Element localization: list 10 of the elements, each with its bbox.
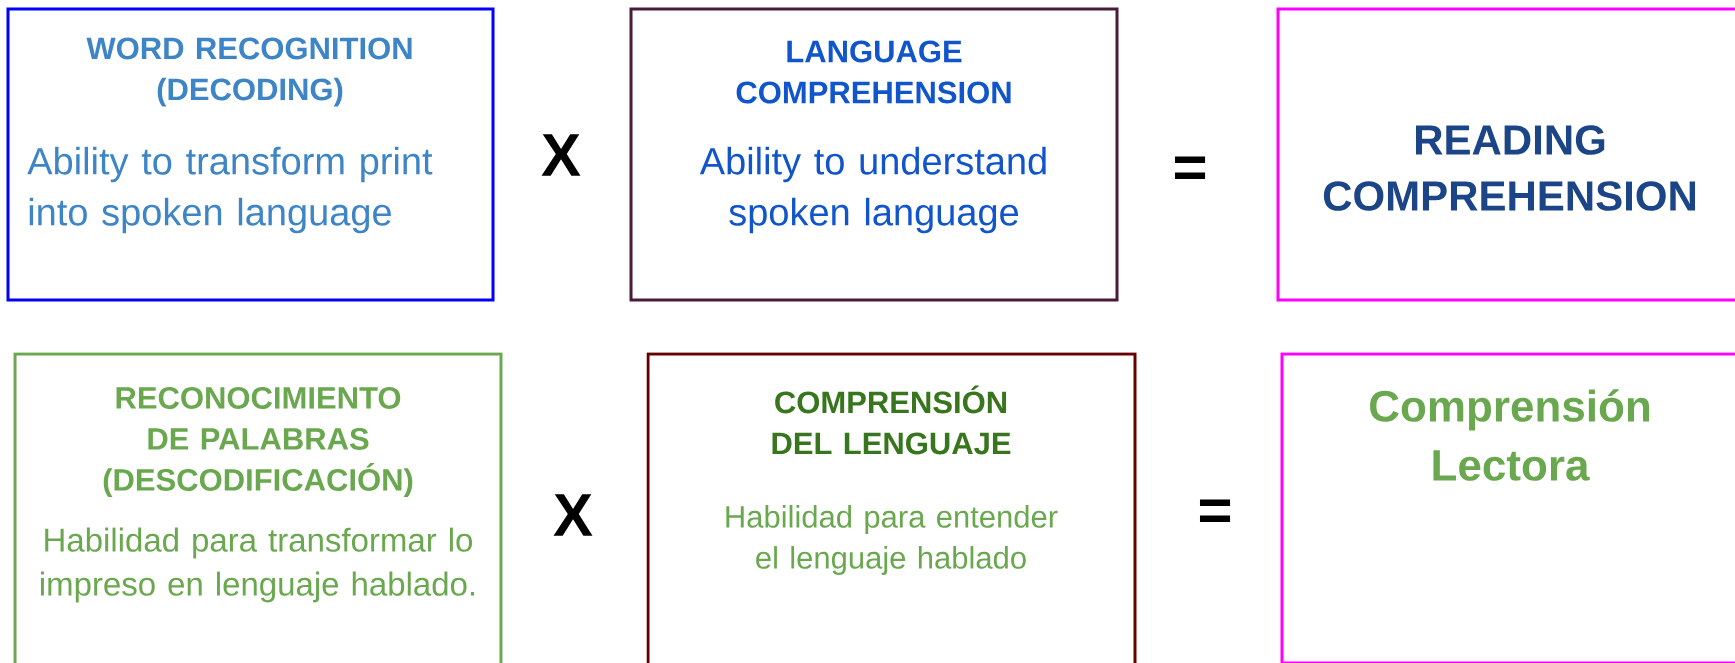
operator-symbol: = <box>1200 499 1231 523</box>
text-box: COMPRENSIÓN DEL LENGUAJE Habilidad para entender el lenguaje hablado <box>646 352 1137 663</box>
operator-symbol: = <box>1175 156 1206 180</box>
text-box: RECONOCIMIENTO DE PALABRAS (DESCODIFICACIÓN) Habilidad para transformar lo impreso en lenguaje hablado. <box>13 352 503 663</box>
operator-symbol: X <box>541 134 581 176</box>
text-box: Comprensión Lectora <box>1280 352 1735 663</box>
operator-symbol: X <box>553 494 593 536</box>
text-box: READING COMPREHENSION <box>1276 7 1735 302</box>
text-box: WORD RECOGNITION (DECODING) Ability to transform print into spoken language <box>6 7 495 302</box>
text-box: LANGUAGE COMPREHENSION Ability to understand spoken language <box>629 7 1119 302</box>
